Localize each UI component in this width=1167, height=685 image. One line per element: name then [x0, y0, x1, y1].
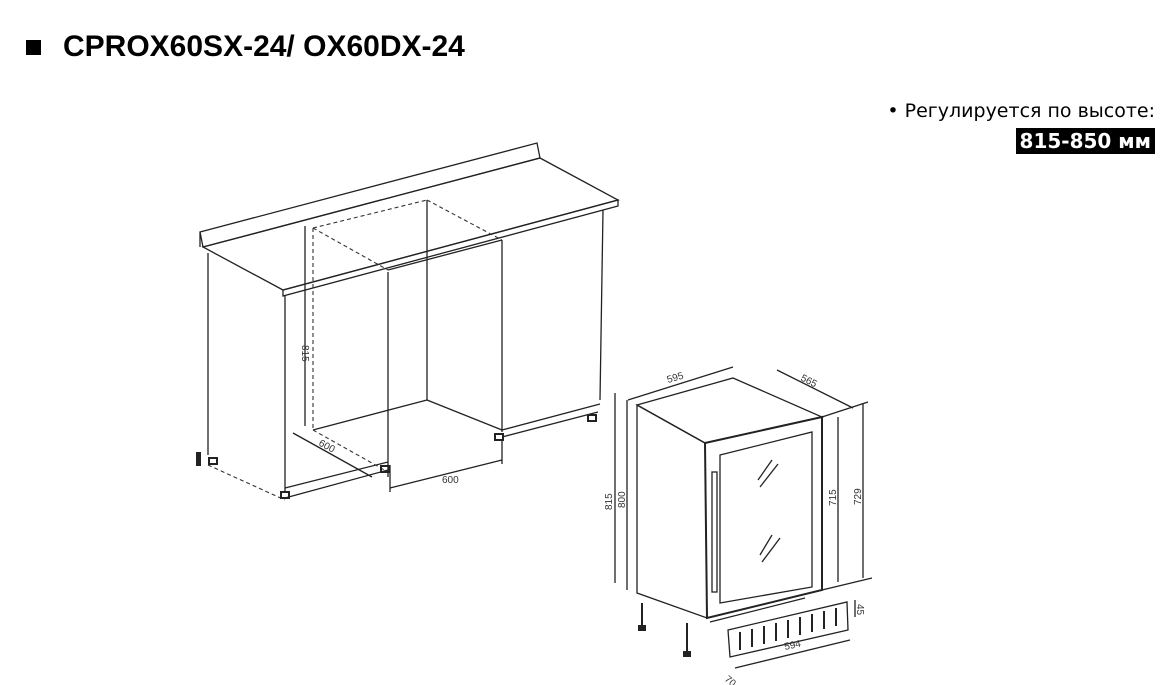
countertop	[201, 157, 620, 291]
wine-cooler-drawing: 595 565 815 800 715 729 594 70 45	[604, 366, 873, 685]
height-adjust-note: • Регулируется по высоте: 815-850 мм	[887, 100, 1155, 154]
model-title: CPROX60SX-24/ OX60DX-24	[63, 30, 465, 63]
cooler-top	[635, 377, 825, 444]
kitchen-cabinet-drawing: 815 600 600	[196, 142, 620, 501]
cabinet-depth-label: 600	[317, 438, 337, 456]
cabinet-width-label: 600	[442, 475, 459, 486]
door-handle	[711, 471, 718, 593]
cooler-glass	[719, 431, 813, 604]
width-dimension-line	[389, 459, 503, 489]
body-height-label: 800	[617, 491, 628, 508]
cooler-side	[636, 403, 708, 619]
cooler-width-label: 595	[666, 371, 685, 386]
depth-dimension-line	[292, 432, 373, 478]
door-height-label: 715	[828, 489, 839, 506]
ventilation-grille	[727, 601, 849, 658]
page-title: CPROX60SX-24/ OX60DX-24	[26, 30, 465, 64]
grille-height-label: 45	[854, 604, 865, 616]
square-bullet-icon	[26, 39, 41, 55]
cabinet-height-label: 815	[299, 345, 310, 362]
side-height-label: 729	[853, 488, 864, 505]
grille-width-label: 594	[783, 639, 802, 653]
cooler-depth-label: 565	[799, 373, 819, 391]
total-height-label: 815	[604, 493, 615, 510]
grille-depth-label: 70	[722, 674, 738, 685]
backsplash	[199, 142, 541, 248]
height-range-value: 815-850 мм	[1015, 128, 1155, 154]
height-adjust-label: • Регулируется по высоте:	[887, 100, 1155, 122]
